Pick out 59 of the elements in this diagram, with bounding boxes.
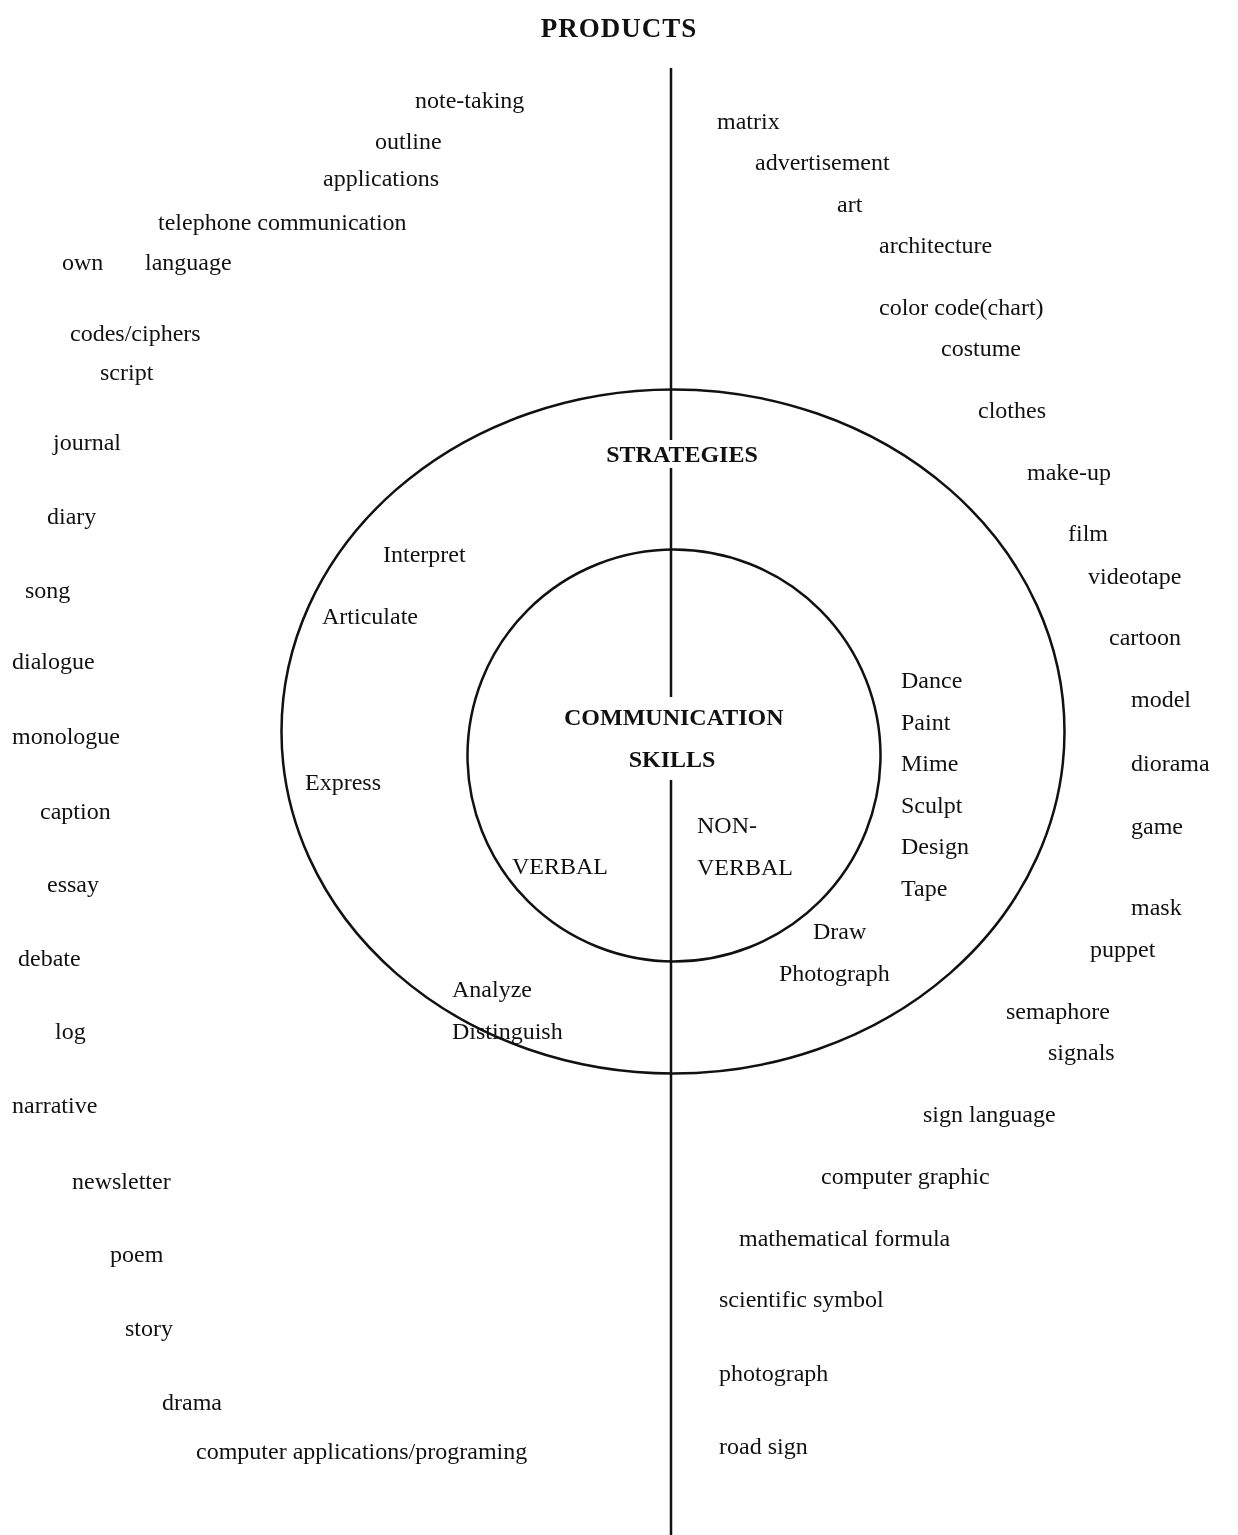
product-label: architecture: [879, 231, 993, 259]
product-label: diary: [47, 502, 97, 530]
product-label: videotape: [1088, 562, 1182, 590]
product-label: mask: [1131, 893, 1182, 921]
product-label: make-up: [1027, 458, 1111, 486]
ring-text: Interpret: [383, 540, 466, 568]
product-label: mathematical formula: [739, 1224, 951, 1252]
product-label: script: [100, 358, 154, 386]
product-label: dialogue: [12, 647, 95, 675]
product-label: poem: [110, 1240, 164, 1268]
ring-text: Express: [305, 768, 381, 796]
product-label: photograph: [719, 1359, 829, 1387]
product-label: outline: [375, 127, 442, 155]
product-label: signals: [1048, 1038, 1115, 1066]
product-label: color code(chart): [879, 293, 1044, 321]
diagram-title: PRODUCTS: [539, 14, 699, 42]
product-label: diorama: [1131, 749, 1210, 777]
inner-circle: [466, 548, 882, 963]
ring-text: VERBAL: [512, 852, 608, 880]
product-label: road sign: [719, 1432, 808, 1460]
product-label: model: [1131, 685, 1191, 713]
ring-text: NON- VERBAL: [697, 811, 793, 882]
ring-text: Photograph: [779, 959, 890, 987]
product-label: art: [837, 190, 863, 218]
product-label: scientific symbol: [719, 1285, 884, 1313]
product-label: newsletter: [72, 1167, 171, 1195]
product-label: advertisement: [755, 148, 890, 176]
product-label: note-taking: [415, 86, 525, 114]
product-label: costume: [941, 334, 1021, 362]
ring-text: Draw: [813, 917, 867, 945]
product-label: film: [1068, 519, 1108, 547]
ring-heading: COMMUNICATION SKILLS: [562, 697, 782, 781]
product-label: essay: [47, 870, 99, 898]
product-label: game: [1131, 812, 1183, 840]
product-label: song: [25, 576, 71, 604]
product-label: language: [145, 248, 232, 276]
product-label: own: [62, 248, 104, 276]
product-label: computer applications/programing: [196, 1437, 528, 1465]
product-label: codes/ciphers: [70, 319, 201, 347]
product-label: monologue: [12, 722, 120, 750]
ring-text: Dance Paint Mime Sculpt Design Tape: [901, 666, 969, 903]
product-label: story: [125, 1314, 173, 1342]
product-label: caption: [40, 797, 111, 825]
ring-text: Articulate: [322, 602, 418, 630]
product-label: drama: [162, 1388, 222, 1416]
product-label: sign language: [923, 1100, 1056, 1128]
product-label: matrix: [717, 107, 780, 135]
product-label: log: [55, 1017, 86, 1045]
product-label: computer graphic: [821, 1162, 990, 1190]
product-label: semaphore: [1006, 997, 1110, 1025]
product-label: puppet: [1090, 935, 1156, 963]
product-label: narrative: [12, 1091, 98, 1119]
product-label: cartoon: [1109, 623, 1181, 651]
product-label: clothes: [978, 396, 1046, 424]
product-label: journal: [53, 428, 121, 456]
product-label: applications: [323, 164, 439, 192]
product-label: telephone communication: [158, 208, 407, 236]
product-label: debate: [18, 944, 81, 972]
ring-heading: STRATEGIES: [604, 440, 760, 468]
